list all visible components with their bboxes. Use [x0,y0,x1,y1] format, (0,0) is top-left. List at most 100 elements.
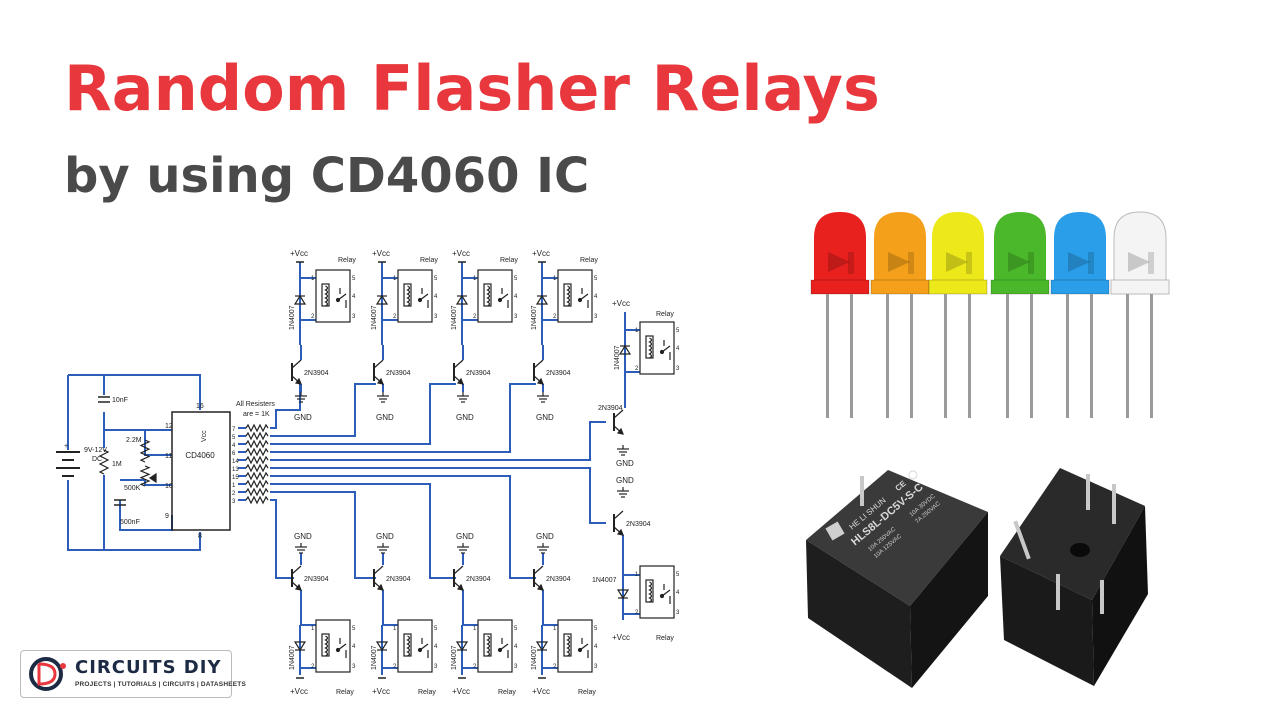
transistor-arrow [616,427,624,435]
relay-body [315,619,351,673]
transistor-label: 2N3904 [386,370,411,377]
transistor-bottom [291,565,302,591]
diode-triangle [293,641,307,652]
vcc-label-bottom: +Vcc [532,687,550,696]
relay-label-top: Relay [420,257,438,264]
relay-body [557,269,593,323]
bus-line [270,383,536,453]
transistor-collector [291,565,302,575]
diode-top [535,294,549,305]
vcc-label-bottom: +Vcc [372,687,390,696]
diode-label-top: 1N4007 [371,305,378,330]
relay-bottom [477,619,513,673]
ic-output-pin: 2 [232,491,236,497]
relay-component-back [1000,468,1148,686]
relay-pin-label: 3 [434,314,438,320]
relay-pin-label: 1 [473,276,477,282]
output-resistor-1k [245,463,269,473]
vcc-label-right: +Vcc [612,299,630,308]
led-leg-anode [910,294,913,418]
ground-bottom [537,543,549,554]
ground-top [377,392,389,403]
relay-back-hole [1070,543,1090,557]
res-2-2m-label: 2.2M [126,437,142,444]
relay-pin-label: 4 [514,294,518,300]
resistor-note: All Resisters [236,401,275,408]
led-3 [928,212,988,418]
led-post [908,252,914,274]
relay-body [397,269,433,323]
transistor-arrow [456,583,464,591]
led-leg-cathode [1066,294,1069,418]
relay-label-bottom: Relay [336,689,354,696]
relay-pin-4 [1056,574,1060,610]
relay-pin-label: 2 [393,664,397,670]
diode-right-top [618,344,632,355]
relay-label-top: Relay [338,257,356,264]
diode-triangle [455,641,469,652]
relay-pin-label: 2 [473,314,477,320]
cap-10nf-label: 10nF [112,397,128,404]
relay-pin-label: 1 [553,626,557,632]
relay-pin-label: 4 [434,294,438,300]
ic-output-pin: 15 [232,475,239,481]
bus-line [270,384,301,429]
gnd-label-top: GND [456,413,474,422]
ground-bottom [295,543,307,554]
transistor-right-top [613,409,624,435]
relay-pin-label: 2 [311,314,315,320]
ic-cd4060-body [171,411,231,531]
vcc-label-top: +Vcc [372,249,390,258]
output-resistor-1k [245,471,269,481]
transistor-bottom [533,565,544,591]
ic-pin-11: 11 [165,453,172,460]
transistor-right-bottom [613,510,624,536]
led-post [848,252,854,274]
relay-pivot [497,647,503,653]
relay-pin-label: 5 [514,276,518,282]
circuits-diy-logo[interactable]: CIRCUITS DIY PROJECTS | TUTORIALS | CIRC… [20,650,246,698]
relay-pin-label: 3 [676,366,680,372]
vcc-label-top: +Vcc [452,249,470,258]
ic-pin-8: 8 [198,533,202,540]
bus-line [270,383,456,445]
relay-coil [321,283,330,307]
transistor-arrow [536,583,544,591]
transistor-top [533,359,544,385]
output-resistor-1k [245,447,269,457]
relay-coil [645,335,654,359]
bus-line [270,499,294,579]
logo-tagline: PROJECTS | TUTORIALS | CIRCUITS | DATASH… [75,681,246,688]
led-leg-cathode [826,294,829,418]
relay-coil-winding [566,285,571,307]
relay-coil [563,633,572,657]
resistor-note-2: are = 1K [243,411,270,418]
ic-output-pin: 14 [232,459,239,465]
transistor-collector [291,359,302,369]
relay-label-bottom: Relay [418,689,436,696]
relay-pin-label: 5 [434,626,438,632]
led-post [966,252,972,274]
relay-coil-winding [406,285,411,307]
cap-to-12 [103,412,172,431]
transistor-label: 2N3904 [304,576,329,583]
transistor-label: 2N3904 [304,370,329,377]
diode-triangle [375,641,389,652]
ground-bottom [377,543,389,554]
relay-coil [483,283,492,307]
relay-pin-label: 4 [676,346,680,352]
ic-output-pin: 13 [232,467,239,473]
transistor-arrow [376,583,384,591]
transistor-label: 2N3904 [546,576,571,583]
ic-pin-9: 9 [165,513,169,520]
ic-output-pin: 6 [232,451,236,457]
led-row [810,211,1170,418]
output-resistor-1k [245,479,269,489]
diode-top [455,294,469,305]
diode-bottom [375,641,389,652]
output-resistor-1k [245,423,269,433]
transistor-label: 2N3904 [466,370,491,377]
relay-body [477,269,513,323]
relay-back-right [1092,506,1148,686]
